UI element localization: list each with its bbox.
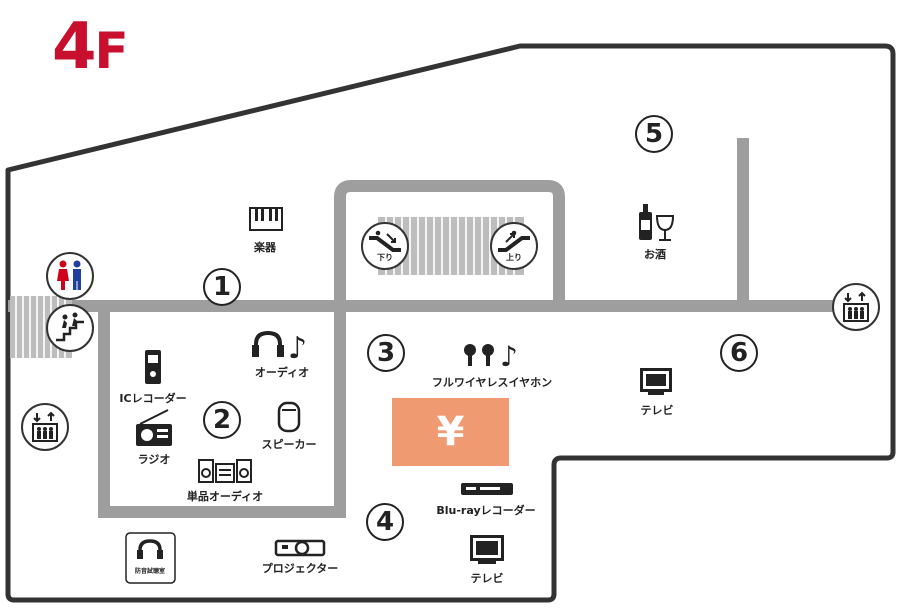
stairs-icon[interactable] [46,304,94,352]
elevator-icon-right[interactable] [832,283,880,331]
tv-icon [640,368,672,395]
ic-recorder-label: ICレコーダー [119,392,187,405]
audio-component-icon [198,459,252,483]
speaker-icon [277,401,301,433]
music-note-icon: ♪ [288,331,307,366]
audio-label: オーディオ [254,366,310,379]
escalator-down-label: 下り [377,253,393,262]
headphones-icon [252,330,284,357]
instruments-label: 楽器 [254,241,276,254]
piano-icon [249,207,283,231]
area-1-marker[interactable]: 1 [203,268,241,306]
area-6-marker[interactable]: 6 [720,334,758,372]
cash-register[interactable]: ¥ [392,398,509,466]
liquor-label: お酒 [644,248,666,261]
speaker-label: スピーカー [261,438,317,451]
area-4-marker[interactable]: 4 [366,503,404,541]
bluray-label: Blu-rayレコーダー [436,504,536,517]
floor-outline [5,43,896,603]
music-note-icon-2: ♪ [500,340,518,373]
earphones-icon [464,344,494,366]
tv-right-label: テレビ [640,404,674,417]
bluray-icon [461,483,513,495]
tv-icon-bottom [470,535,504,564]
walkways [8,138,860,518]
radio-icon [136,409,172,446]
projector-icon [274,539,326,557]
single-audio-label: 単品オーディオ [186,490,264,503]
area-2-marker[interactable]: 2 [203,401,241,439]
radio-label: ラジオ [137,453,171,466]
floor-number: 4F [52,10,129,84]
area-3-marker[interactable]: 3 [367,334,405,372]
liquor-icon [639,204,675,241]
soundproof-room-icon [125,532,176,584]
escalator-up-icon[interactable] [490,222,538,270]
escalator-down-icon[interactable] [361,222,409,270]
wireless-earphones-label: フルワイヤレスイヤホン [431,376,553,389]
area-5-marker[interactable]: 5 [635,115,673,153]
tv-bottom-label: テレビ [470,572,504,585]
soundproof-room-label: 防音試聴室 [134,568,166,575]
toilet-icon[interactable] [46,252,94,300]
projector-label: プロジェクター [261,562,339,575]
ic-recorder-icon [145,350,161,384]
escalator-up-label: 上り [506,253,522,262]
elevator-icon[interactable] [21,403,69,451]
